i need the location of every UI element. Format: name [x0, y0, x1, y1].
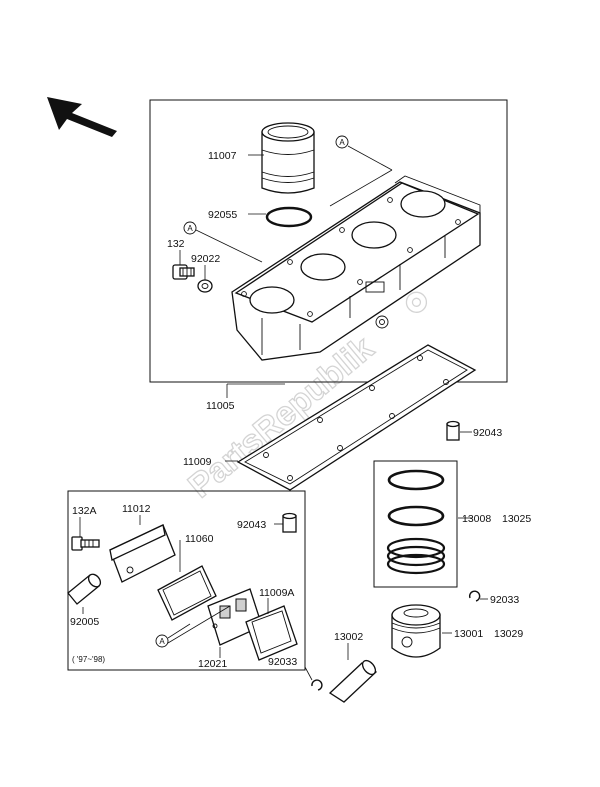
cylinder-sleeve	[261, 122, 315, 194]
label-92033-upper: 92033	[490, 594, 519, 606]
bolt-132a	[71, 536, 100, 551]
block-gear-icon	[375, 315, 389, 329]
label-12021: 12021	[198, 658, 227, 670]
label-13029: 13029	[494, 628, 523, 640]
cylinder-block	[231, 175, 481, 361]
washer	[197, 279, 213, 293]
label-13025: 13025	[502, 513, 531, 525]
head-gasket	[236, 344, 477, 491]
callout-a-mid: A	[183, 221, 197, 235]
label-11005: 11005	[206, 400, 235, 412]
label-92022: 92022	[191, 253, 220, 265]
piston-ring-second	[387, 505, 445, 527]
collar	[67, 573, 102, 605]
variant-group-frame	[67, 490, 306, 671]
label-13001: 13001	[454, 628, 483, 640]
piston-pin-clip	[468, 590, 481, 602]
label-92033-lower: 92033	[268, 656, 297, 668]
label-13002: 13002	[334, 631, 363, 643]
label-132a: 132A	[72, 505, 97, 517]
front-direction-arrow-icon	[47, 97, 117, 137]
piston-oil-ring	[386, 537, 446, 575]
label-92055: 92055	[208, 209, 237, 221]
model-year-note: ( '97~'98)	[72, 655, 105, 664]
callout-a-mid-text: A	[187, 224, 193, 233]
dowel-pin	[446, 420, 460, 441]
watermark-gear-icon	[405, 291, 428, 313]
label-13008: 13008	[462, 513, 491, 525]
label-132: 132	[167, 238, 185, 250]
cylinder-group-frame	[149, 99, 508, 383]
piston-ring-top	[387, 469, 445, 491]
o-ring	[265, 206, 313, 228]
cover	[109, 524, 176, 583]
piston	[391, 604, 441, 658]
label-92043-lower: 92043	[237, 519, 266, 531]
label-92043-upper: 92043	[473, 427, 502, 439]
valve-gasket	[245, 605, 298, 661]
callout-a-bottom: A	[155, 634, 169, 648]
stud-bolt	[172, 264, 195, 280]
label-11007: 11007	[208, 150, 237, 162]
cover-gasket	[157, 565, 217, 621]
callout-a-top: A	[335, 135, 349, 149]
label-11009: 11009	[183, 456, 212, 468]
label-11060: 11060	[185, 533, 214, 545]
label-11009a: 11009A	[259, 587, 294, 599]
label-11012: 11012	[122, 503, 151, 515]
callout-a-bottom-text: A	[159, 637, 165, 646]
label-92005: 92005	[70, 616, 99, 628]
piston-ring-set-frame	[373, 460, 458, 588]
leader-lines	[79, 145, 488, 681]
piston-pin	[328, 659, 378, 703]
dowel-pin	[282, 512, 297, 533]
callout-a-top-text: A	[339, 138, 345, 147]
piston-pin-clip	[311, 679, 323, 691]
